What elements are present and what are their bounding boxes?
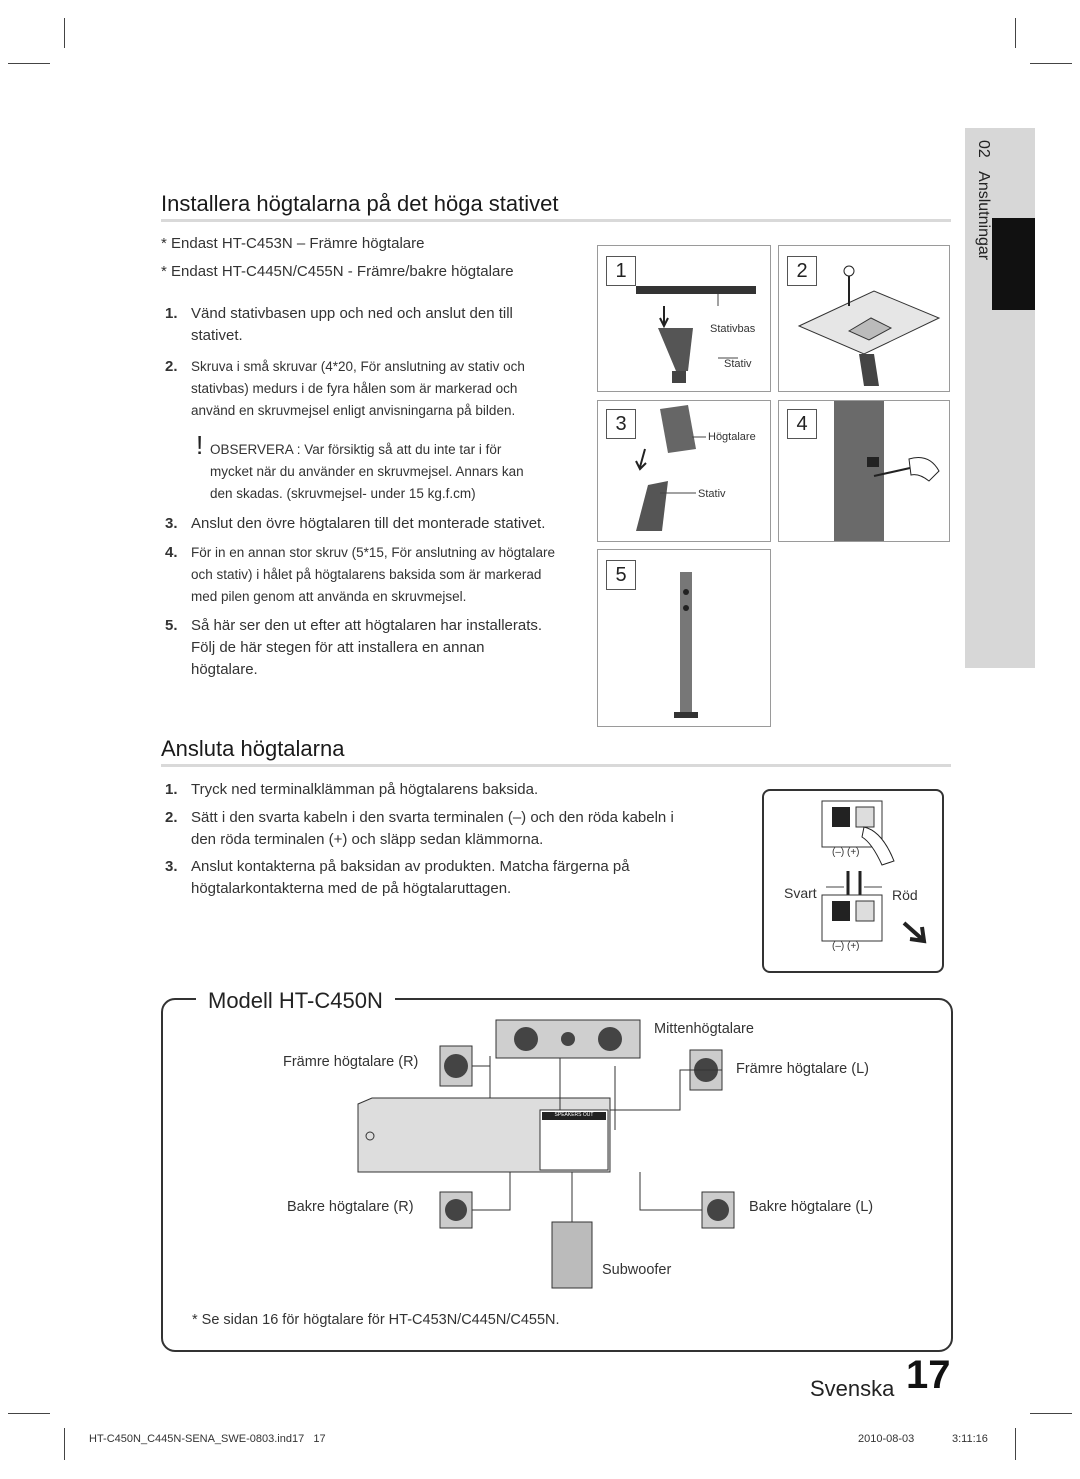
step-text: Tryck ned terminalklämman på högtalarens…: [191, 781, 539, 798]
stand-base-illustration: [636, 286, 756, 383]
step-2: 2. Skruva i små skruvar (4*20, För anslut…: [165, 356, 585, 422]
chapter-number: 02: [975, 140, 992, 158]
step-text: Så här ser den ut efter att högtalaren h…: [191, 617, 543, 634]
terminal-figure: (–) (+) Svart Röd (–) (+): [762, 789, 944, 973]
label-rear-left: Bakre högtalare (L): [749, 1199, 874, 1215]
connect-step-2: 2. Sätt i den svarta kabeln i den svarta …: [165, 807, 735, 851]
caution-line: OBSERVERA : Var försiktig så att du inte…: [210, 442, 502, 457]
label-hogtalare: Högtalare: [708, 431, 756, 443]
rear-screw-illustration: [834, 401, 940, 541]
step-number: 2.: [165, 809, 178, 826]
note-line: * Endast HT-C445N/C455N - Främre/bakre h…: [161, 263, 514, 280]
step-number: 4.: [165, 544, 178, 561]
section-title-stand: Installera högtalarna på det höga stativ…: [161, 191, 559, 216]
note-line: * Endast HT-C453N – Främre högtalare: [161, 235, 425, 252]
page-number: 17: [906, 1353, 951, 1397]
step-text: stativbas) medurs i de fyra hålen som är…: [191, 381, 518, 396]
step-number: 3.: [165, 858, 178, 875]
step-text: stativet.: [191, 327, 243, 344]
figure-number: 3: [606, 409, 636, 439]
step-number: 3.: [165, 515, 178, 532]
step-text: Vänd stativbasen upp och ned och anslut …: [191, 305, 513, 322]
crop-mark: [1030, 63, 1072, 64]
crop-mark: [1015, 18, 1016, 48]
terminal-polarity: (–) (+): [832, 941, 860, 952]
step-number: 5.: [165, 617, 178, 634]
figure-number: 4: [787, 409, 817, 439]
model-title: Modell HT-C450N: [196, 988, 395, 1014]
figure-number: 2: [787, 256, 817, 286]
connect-step-3: 3. Anslut kontakterna på baksidan av prod…: [165, 856, 735, 900]
chapter-title: Anslutningar: [975, 171, 992, 261]
step-text: högtalarkontakterna med de på högtalarut…: [191, 880, 512, 897]
crop-mark: [8, 1413, 50, 1414]
step-text: Anslut kontakterna på baksidan av produk…: [191, 858, 630, 875]
figure-number: 1: [606, 256, 636, 286]
footer-language: Svenska: [810, 1376, 895, 1401]
figure-panel-2: 2: [778, 245, 950, 392]
crop-mark: [64, 1428, 65, 1460]
connect-step-1: 1. Tryck ned terminalklämman på högtalare…: [165, 779, 735, 801]
caution-mark: !: [196, 430, 204, 460]
step-text: Följ de här stegen för att installera en…: [191, 639, 485, 656]
section-rule: [161, 219, 951, 222]
step-number: 2.: [165, 358, 178, 375]
label-front-right: Främre högtalare (R): [283, 1054, 419, 1070]
caution-line: mycket när du använder en skruvmejsel. A…: [210, 464, 524, 479]
step-text: högtalare.: [191, 661, 258, 678]
step-text: med pilen genom att använda en skruvmejs…: [191, 589, 467, 604]
speaker-mount-illustration: [635, 405, 706, 531]
label-stativbas: Stativbas: [710, 323, 756, 335]
step-text: Anslut den övre högtalaren till det mont…: [191, 515, 546, 532]
label-rod: Röd: [892, 887, 918, 903]
step-4: 4. För in en annan stor skruv (5*15, För …: [165, 542, 595, 608]
step-3: 3. Anslut den övre högtalaren till det mo…: [165, 513, 595, 535]
figure-panel-5: 5: [597, 549, 771, 727]
label-svart: Svart: [784, 885, 817, 901]
crop-mark: [1030, 1413, 1072, 1414]
crop-mark: [8, 63, 50, 64]
label-center-speaker: Mittenhögtalare: [654, 1021, 754, 1037]
step-text: Skruva i små skruvar (4*20, För anslutni…: [191, 359, 525, 374]
label-stativ: Stativ: [724, 358, 752, 370]
caution-line: den skadas. (skruvmejsel- under 15 kg.f.…: [210, 486, 476, 501]
footer-date: 2010-08-03: [858, 1433, 915, 1445]
figure-panel-1: 1 Stativbas Stativ: [597, 245, 771, 392]
step-5: 5. Så här ser den ut efter att högtalaren…: [165, 615, 595, 681]
stand-screw-illustration: [797, 265, 941, 386]
speakers-out-label: SPEAKERS OUT: [554, 1112, 594, 1118]
step-text: använd en skruvmejsel enligt anvisningar…: [191, 403, 516, 418]
section-rule: [161, 764, 951, 767]
step-text: den röda terminalen (+) och släpp sedan …: [191, 831, 544, 848]
figure-panel-4: 4: [778, 400, 950, 542]
diagram-footnote: * Se sidan 16 för högtalare för HT-C453N…: [192, 1312, 560, 1328]
step-text: Sätt i den svarta kabeln i den svarta te…: [191, 809, 674, 826]
assembled-speaker-illustration: [674, 572, 698, 718]
figure-panel-3: 3 Högtalare Stativ: [597, 400, 771, 542]
label-rear-right: Bakre högtalare (R): [287, 1199, 414, 1215]
section-title-connect: Ansluta högtalarna: [161, 736, 345, 761]
label-front-left: Främre högtalare (L): [736, 1061, 869, 1077]
figure-number: 5: [606, 560, 636, 590]
step-text: och stativ) i hålet på högtalarens baksi…: [191, 567, 542, 582]
side-tab-marker: [992, 218, 1035, 310]
step-number: 1.: [165, 305, 178, 322]
crop-mark: [1015, 1428, 1016, 1460]
crop-mark: [64, 18, 65, 48]
model-diagram-box: [161, 998, 953, 1352]
step-text: För in en annan stor skruv (5*15, För an…: [191, 545, 555, 560]
caution-text: OBSERVERA : Var försiktig så att du inte…: [210, 439, 590, 505]
step-number: 1.: [165, 781, 178, 798]
step-1: 1. Vänd stativbasen upp och ned och anslu…: [165, 303, 585, 347]
terminal-illustration: [821, 800, 927, 944]
label-subwoofer: Subwoofer: [602, 1262, 672, 1278]
label-stativ-2: Stativ: [698, 488, 726, 500]
terminal-polarity: (–) (+): [832, 847, 860, 858]
side-tab-label: 02 Anslutningar: [966, 140, 992, 660]
footer-filename: HT-C450N_C445N-SENA_SWE-0803.ind17 17: [89, 1433, 326, 1445]
footer-time: 3:11:16: [952, 1433, 988, 1445]
